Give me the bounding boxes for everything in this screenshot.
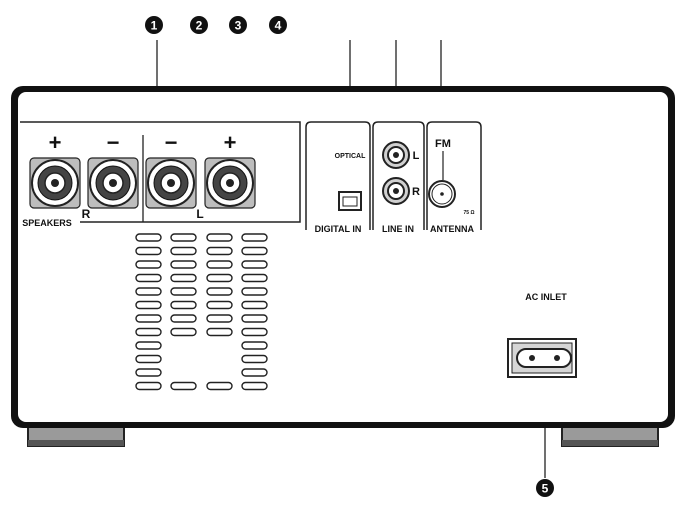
digital-in-panel [305, 121, 371, 230]
vent-slot-icon [241, 341, 268, 350]
vent-slot-icon [135, 233, 162, 242]
vent-slot-icon [135, 287, 162, 296]
vent-slot-icon [241, 354, 268, 364]
vent-slot-icon [135, 327, 162, 337]
vent-slot-icon [206, 260, 233, 269]
speaker-r-minus-label: − [107, 130, 120, 155]
svg-text:4: 4 [275, 19, 282, 33]
line-in-group-label: LINE IN [382, 224, 414, 234]
rca-jack-right[interactable] [382, 177, 410, 205]
callout-3: 3 [229, 16, 247, 34]
svg-text:1: 1 [151, 19, 158, 33]
speaker-terminal-r-minus[interactable] [87, 157, 139, 209]
vent-slot-icon [170, 314, 197, 323]
vent-slot-icon [135, 246, 162, 256]
vent-slot-icon [170, 260, 197, 269]
speaker-l-minus-label: − [165, 130, 178, 155]
vent-slot-icon [206, 327, 233, 337]
fm-coax-jack[interactable] [428, 180, 456, 208]
line-in-right-label: R [412, 186, 420, 198]
svg-text:5: 5 [542, 482, 549, 496]
vent-slot-icon [241, 381, 268, 391]
ac-inlet-label: AC INLET [525, 292, 567, 302]
ventilation-grille [135, 233, 268, 391]
line-in-panel [372, 121, 425, 230]
antenna-panel [426, 121, 482, 230]
vent-slot-icon [170, 287, 197, 296]
vent-slot-icon [241, 327, 268, 337]
svg-text:2: 2 [196, 19, 203, 33]
vent-slot-icon [241, 246, 268, 256]
vent-slot-icon [170, 233, 197, 242]
vent-slot-icon [170, 246, 197, 256]
vent-slot-icon [241, 368, 268, 377]
ac-inlet[interactable] [507, 338, 577, 378]
vent-slot-icon [206, 287, 233, 296]
vent-slot-icon [241, 273, 268, 283]
vent-slot-icon [135, 381, 162, 391]
speaker-right-label: R [82, 207, 91, 221]
vent-slot-icon [170, 300, 197, 310]
vent-slot-icon [170, 273, 197, 283]
line-in-left-label: L [413, 150, 420, 162]
speaker-left-label: L [196, 207, 203, 221]
vent-slot-icon [135, 341, 162, 350]
optical-port[interactable] [338, 191, 362, 211]
fm-label: FM [435, 138, 451, 150]
vent-slot-icon [206, 246, 233, 256]
speaker-terminal-panel [20, 121, 301, 223]
speakers-group-label: SPEAKERS [22, 218, 72, 228]
speaker-terminal-l-minus[interactable] [145, 157, 197, 209]
vent-slot-icon [135, 273, 162, 283]
vent-slot-icon [206, 300, 233, 310]
rca-jack-left[interactable] [382, 141, 410, 169]
vent-slot-icon [206, 314, 233, 323]
vent-slot-icon [206, 233, 233, 242]
speaker-terminal-l-plus[interactable] [204, 157, 256, 209]
vent-slot-icon [135, 368, 162, 377]
vent-slot-icon [241, 300, 268, 310]
antenna-impedance-label: 75 Ω [464, 210, 475, 216]
vent-slot-icon [135, 314, 162, 323]
speaker-l-plus-label: + [224, 130, 237, 155]
vent-slot-icon [206, 273, 233, 283]
vent-slot-icon [241, 233, 268, 242]
speaker-r-plus-label: + [49, 130, 62, 155]
vent-slot-icon [135, 354, 162, 364]
vent-slot-icon [170, 327, 197, 337]
vent-slot-icon [170, 381, 197, 391]
vent-slot-icon [241, 314, 268, 323]
antenna-group-label: ANTENNA [430, 224, 474, 234]
callout-2: 2 [190, 16, 208, 34]
vent-slot-icon [206, 381, 233, 391]
optical-label: OPTICAL [335, 153, 366, 160]
vent-slot-icon [241, 287, 268, 296]
vent-slot-icon [241, 260, 268, 269]
callout-5: 5 [536, 479, 554, 497]
callout-4: 4 [269, 16, 287, 34]
digital-in-group-label: DIGITAL IN [315, 224, 362, 234]
callout-1: 1 [145, 16, 163, 34]
vent-slot-icon [135, 300, 162, 310]
speaker-terminal-r-plus[interactable] [29, 157, 81, 209]
svg-text:3: 3 [235, 19, 242, 33]
vent-slot-icon [135, 260, 162, 269]
